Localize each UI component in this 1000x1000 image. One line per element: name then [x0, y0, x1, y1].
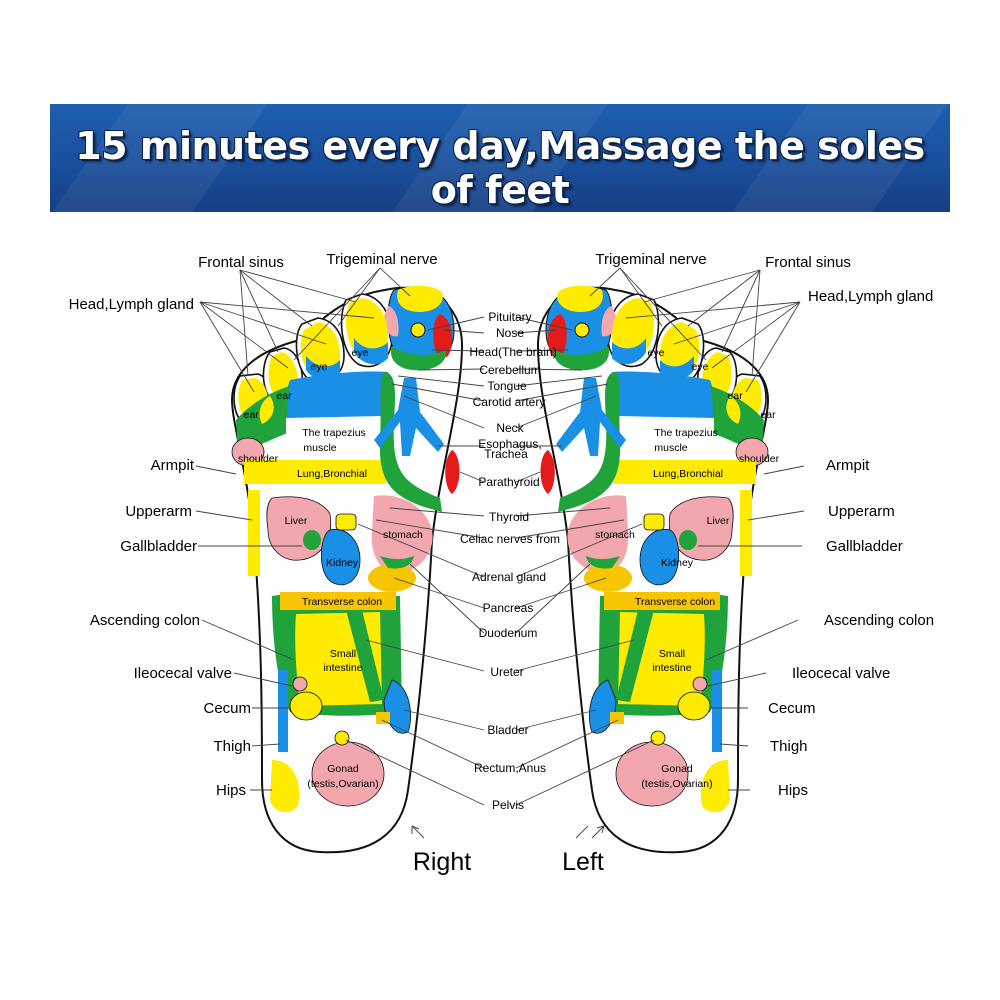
label-armpit-left: Armpit [826, 457, 870, 474]
label-head-brain: Head(The brain) [469, 345, 556, 359]
label-parathyroid: Parathyroid [478, 475, 539, 489]
organ-ear-right-2: ear [243, 409, 259, 421]
label-upperarm-right: Upperarm [125, 503, 192, 520]
left-foot-sole [537, 284, 769, 854]
label-duodenum: Duodenum [479, 626, 538, 640]
organ-lung-left: Lung,Bronchial [653, 468, 723, 480]
label-pancreas: Pancreas [483, 601, 534, 615]
arrow-right-foot [411, 825, 420, 834]
organ-gonad-left-2: (testis,Ovarian) [641, 778, 712, 790]
organ-transverse-colon-right: Transverse colon [302, 596, 382, 608]
label-ascending-colon-right: Ascending colon [90, 612, 200, 629]
leader-lines-right [195, 267, 485, 839]
organ-lung-right: Lung,Bronchial [297, 468, 367, 480]
organ-eye-left-2: eye [692, 361, 709, 373]
label-rectum-anus: Rectum,Anus [474, 761, 546, 775]
organ-ear-left-1: ear [727, 390, 743, 402]
label-gallbladder-right: Gallbladder [120, 538, 197, 555]
label-cecum-right: Cecum [203, 700, 251, 717]
label-armpit-right: Armpit [151, 457, 195, 474]
label-head-lymph-gland-left: Head,Lymph gland [808, 288, 933, 305]
arrow-left-foot [591, 825, 605, 839]
label-head-lymph-gland-right: Head,Lymph gland [69, 296, 194, 313]
label-thigh-left: Thigh [770, 738, 808, 755]
organ-stomach-left: stomach [595, 529, 635, 541]
organ-liver-right: Liver [285, 515, 308, 527]
label-esophagus: Esophagus, [478, 437, 541, 451]
organ-small-intestine-left-1: Small [659, 648, 685, 660]
label-celiac-nerves: Celiac nerves from [460, 532, 560, 546]
label-tongue: Tongue [487, 379, 527, 393]
organ-small-intestine-right-2: intestine [323, 662, 362, 674]
organ-ear-left-2: ear [760, 409, 776, 421]
organ-transverse-colon-left: Transverse colon [635, 596, 715, 608]
organ-trapezius-right-2: muscle [303, 442, 336, 454]
label-frontal-sinus-left: Frontal sinus [765, 254, 851, 271]
organ-shoulder-left: shoulder [739, 453, 780, 465]
organ-gonad-right-1: Gonad [327, 763, 359, 775]
label-bladder: Bladder [487, 723, 528, 737]
label-pelvis: Pelvis [492, 798, 524, 812]
organ-stomach-right: stomach [383, 529, 423, 541]
organ-gonad-right-2: (testis,Ovarian) [307, 778, 378, 790]
label-hips-left: Hips [778, 782, 808, 799]
label-hips-right: Hips [216, 782, 246, 799]
label-ileocecal-valve-right: Ileocecal valve [134, 665, 232, 682]
label-frontal-sinus-right: Frontal sinus [198, 254, 284, 271]
label-adrenal-gland: Adrenal gland [472, 570, 546, 584]
organ-shoulder-right: shoulder [238, 453, 279, 465]
label-carotid-artery: Carotid artery [473, 395, 546, 409]
label-cerebellum: Cerebellum [479, 363, 540, 377]
foot-label-right: Right [413, 848, 471, 876]
label-neck: Neck [496, 421, 524, 435]
organ-trapezius-left-2: muscle [654, 442, 687, 454]
label-nose: Nose [496, 326, 524, 340]
title-banner: 15 minutes every day,Massage the soles o… [50, 104, 950, 212]
organ-small-intestine-right-1: Small [330, 648, 356, 660]
organ-gonad-left-1: Gonad [661, 763, 693, 775]
organ-eye-right-1: eye [352, 347, 369, 359]
organ-liver-left: Liver [707, 515, 730, 527]
organ-kidney-left: Kidney [661, 557, 694, 569]
label-upperarm-left: Upperarm [828, 503, 895, 520]
label-cecum-left: Cecum [768, 700, 816, 717]
leader-lines-left [515, 267, 805, 839]
organ-trapezius-right-1: The trapezius [302, 427, 366, 439]
organ-trapezius-left-1: The trapezius [654, 427, 718, 439]
label-ileocecal-valve-left: Ileocecal valve [792, 665, 890, 682]
organ-kidney-right: Kidney [326, 557, 359, 569]
label-pituitary: Pituitary [488, 310, 531, 324]
label-ascending-colon-left: Ascending colon [824, 612, 934, 629]
label-thyroid: Thyroid [489, 510, 529, 524]
label-thigh-right: Thigh [213, 738, 251, 755]
organ-small-intestine-left-2: intestine [652, 662, 691, 674]
label-ureter: Ureter [490, 665, 523, 679]
organ-eye-left-1: eye [648, 347, 665, 359]
organ-eye-right-2: eye [311, 361, 328, 373]
organ-ear-right-1: ear [276, 390, 292, 402]
label-trachea: Trachea [484, 447, 528, 461]
label-gallbladder-left: Gallbladder [826, 538, 903, 555]
label-trigeminal-nerve-right: Trigeminal nerve [326, 251, 437, 268]
foot-label-left: Left [562, 848, 604, 876]
label-trigeminal-nerve-left: Trigeminal nerve [595, 251, 706, 268]
banner-title: 15 minutes every day,Massage the soles o… [75, 124, 925, 212]
